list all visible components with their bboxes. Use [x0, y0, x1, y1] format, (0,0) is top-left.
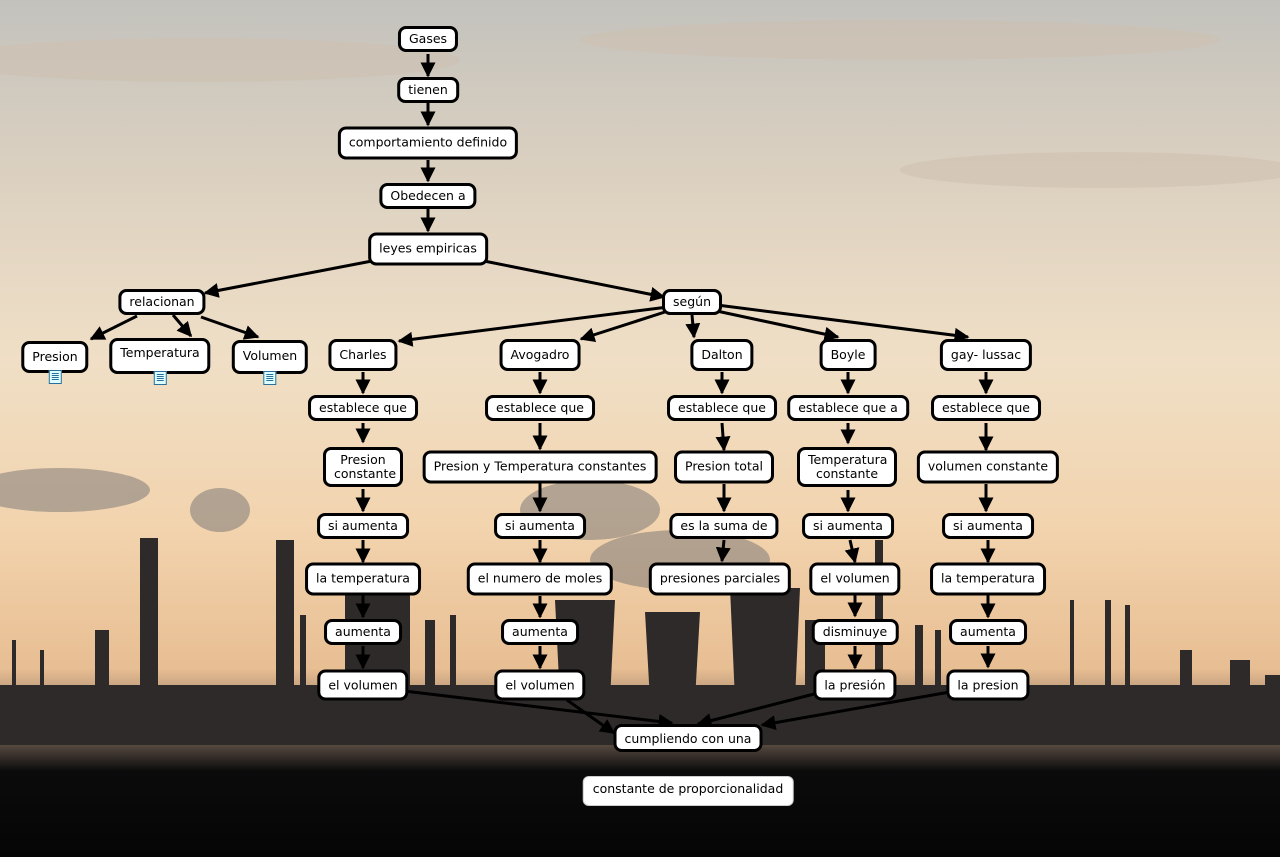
- node-boyle-la-presion[interactable]: la presión: [813, 669, 897, 701]
- node-gay-lussac-la-temperatura[interactable]: la temperatura: [930, 562, 1046, 596]
- node-gay-lussac-si-aumenta[interactable]: si aumenta: [942, 513, 1034, 539]
- node-obedecen-a[interactable]: Obedecen a: [379, 183, 477, 209]
- node-avogadro-establece-que[interactable]: establece que: [485, 395, 595, 421]
- node-leyes-empiricas[interactable]: leyes empiricas: [368, 232, 488, 266]
- node-avogadro-aumenta[interactable]: aumenta: [501, 619, 579, 645]
- node-cumpliendo-con-una[interactable]: cumpliendo con una: [613, 724, 763, 752]
- node-el-numero-de-moles[interactable]: el numero de moles: [466, 562, 614, 596]
- node-charles-si-aumenta[interactable]: si aumenta: [317, 513, 409, 539]
- node-avogadro[interactable]: Avogadro: [499, 339, 581, 371]
- node-temperatura-label: Temperatura: [120, 345, 200, 360]
- node-boyle[interactable]: Boyle: [819, 339, 877, 371]
- node-dalton[interactable]: Dalton: [690, 339, 754, 371]
- node-gay-lussac-la-presion[interactable]: la presion: [946, 669, 1030, 701]
- node-gay-lussac-aumenta[interactable]: aumenta: [949, 619, 1027, 645]
- node-gay-lussac-establece-que[interactable]: establece que: [931, 395, 1041, 421]
- node-volumen-constante[interactable]: volumen constante: [916, 450, 1060, 484]
- node-temperatura[interactable]: Temperatura: [109, 338, 211, 385]
- document-icon[interactable]: [263, 371, 277, 385]
- node-presiones-parciales[interactable]: presiones parciales: [648, 562, 792, 596]
- node-charles-establece-que[interactable]: establece que: [308, 395, 418, 421]
- node-presion[interactable]: Presion: [21, 341, 89, 384]
- node-temperatura-constante[interactable]: Temperatura constante: [797, 447, 897, 487]
- node-presion-constante[interactable]: Presion constante: [323, 447, 403, 487]
- node-volumen[interactable]: Volumen: [231, 340, 309, 385]
- node-boyle-el-volumen[interactable]: el volumen: [809, 562, 901, 596]
- node-presion-y-temperatura-constantes[interactable]: Presion y Temperatura constantes: [422, 450, 658, 484]
- node-charles-el-volumen[interactable]: el volumen: [317, 669, 409, 701]
- document-icon[interactable]: [48, 370, 62, 384]
- node-tienen[interactable]: tienen: [397, 77, 459, 103]
- node-presion-total[interactable]: Presion total: [674, 450, 774, 484]
- node-boyle-establece-que-a[interactable]: establece que a: [787, 395, 909, 421]
- node-boyle-disminuye[interactable]: disminuye: [811, 619, 899, 645]
- node-charles[interactable]: Charles: [328, 339, 398, 371]
- node-volumen-label: Volumen: [242, 348, 298, 363]
- node-dalton-establece-que[interactable]: establece que: [667, 395, 777, 421]
- node-comportamiento-definido[interactable]: comportamiento definido: [337, 126, 519, 160]
- node-relacionan[interactable]: relacionan: [118, 289, 206, 315]
- node-charles-aumenta[interactable]: aumenta: [324, 619, 402, 645]
- node-avogadro-el-volumen[interactable]: el volumen: [494, 669, 586, 701]
- node-charles-la-temperatura[interactable]: la temperatura: [305, 562, 421, 596]
- node-gay-lussac[interactable]: gay- lussac: [939, 339, 1033, 371]
- node-constante-de-proporcionalidad[interactable]: constante de proporcionalidad: [582, 776, 794, 806]
- node-avogadro-si-aumenta[interactable]: si aumenta: [494, 513, 586, 539]
- node-segun[interactable]: según: [662, 289, 722, 315]
- node-gases[interactable]: Gases: [397, 26, 459, 52]
- node-presion-label: Presion: [32, 349, 78, 364]
- node-boyle-si-aumenta[interactable]: si aumenta: [802, 513, 894, 539]
- node-es-la-suma-de[interactable]: es la suma de: [669, 513, 779, 539]
- document-icon[interactable]: [153, 371, 167, 385]
